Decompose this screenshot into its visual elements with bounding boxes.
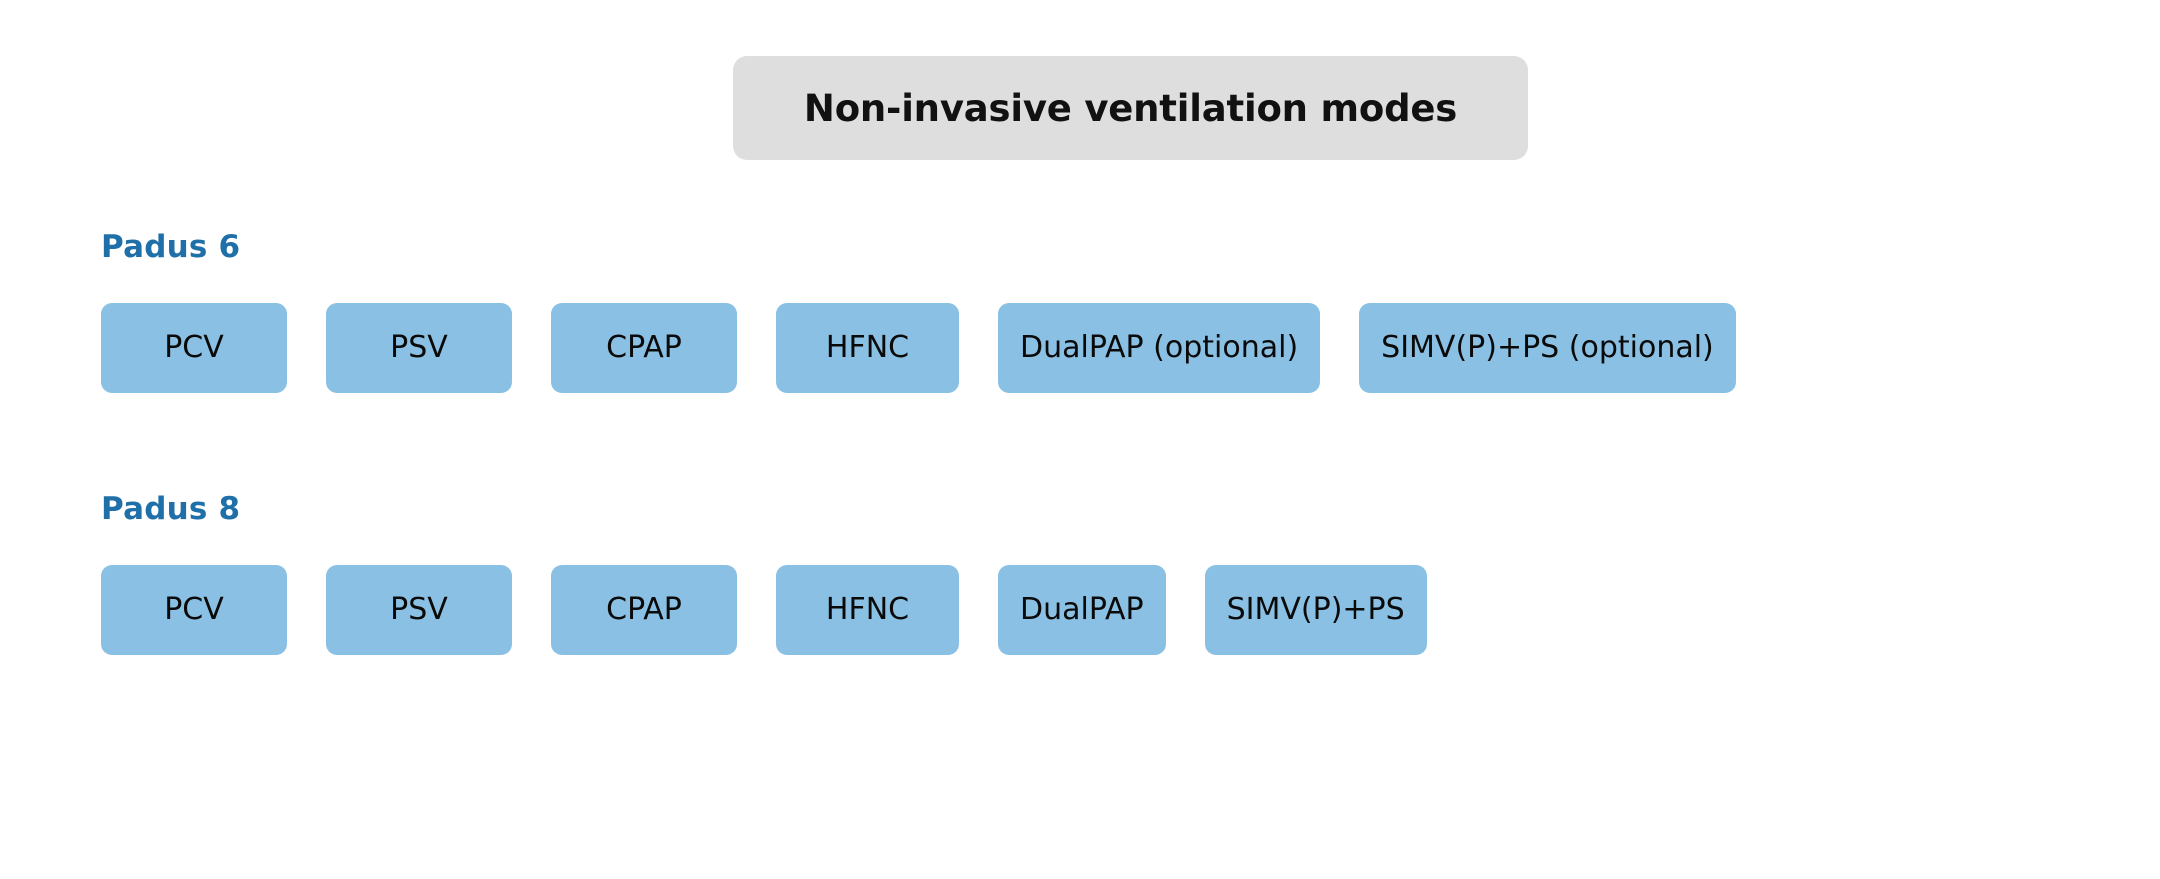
page-title: Non-invasive ventilation modes <box>803 86 1458 130</box>
mode-row-padus-6: PCV PSV CPAP HFNC DualPAP (optional) SIM… <box>101 303 1736 393</box>
mode-label: CPAP <box>606 592 682 627</box>
mode-label: DualPAP (optional) <box>1020 330 1299 365</box>
mode-row-padus-8: PCV PSV CPAP HFNC DualPAP SIMV(P)+PS <box>101 565 1427 655</box>
mode-label: CPAP <box>606 330 682 365</box>
mode-box-dualpap[interactable]: DualPAP <box>998 565 1166 655</box>
mode-box-simv-ps-optional[interactable]: SIMV(P)+PS (optional) <box>1359 303 1736 393</box>
mode-box-cpap[interactable]: CPAP <box>551 565 737 655</box>
mode-box-psv[interactable]: PSV <box>326 565 512 655</box>
mode-label: PSV <box>390 592 448 627</box>
mode-label: PCV <box>164 592 224 627</box>
mode-label: PSV <box>390 330 448 365</box>
mode-box-hfnc[interactable]: HFNC <box>776 303 959 393</box>
mode-box-pcv[interactable]: PCV <box>101 303 287 393</box>
mode-box-hfnc[interactable]: HFNC <box>776 565 959 655</box>
mode-box-psv[interactable]: PSV <box>326 303 512 393</box>
group-padus-8: Padus 8 PCV PSV CPAP HFNC DualPAP SIMV(P… <box>101 494 1427 655</box>
group-heading-padus-8: Padus 8 <box>101 491 241 527</box>
title-banner: Non-invasive ventilation modes <box>733 56 1528 160</box>
group-padus-6: Padus 6 PCV PSV CPAP HFNC DualPAP (optio… <box>101 232 1736 393</box>
mode-label: HFNC <box>825 592 910 627</box>
mode-box-dualpap-optional[interactable]: DualPAP (optional) <box>998 303 1321 393</box>
mode-box-cpap[interactable]: CPAP <box>551 303 737 393</box>
mode-label: HFNC <box>825 330 910 365</box>
mode-box-pcv[interactable]: PCV <box>101 565 287 655</box>
group-heading-padus-6: Padus 6 <box>101 229 241 265</box>
mode-label: SIMV(P)+PS (optional) <box>1381 330 1714 365</box>
mode-label: SIMV(P)+PS <box>1226 592 1405 627</box>
mode-box-simv-ps[interactable]: SIMV(P)+PS <box>1204 565 1427 655</box>
mode-label: PCV <box>164 330 224 365</box>
mode-label: DualPAP <box>1020 592 1144 627</box>
